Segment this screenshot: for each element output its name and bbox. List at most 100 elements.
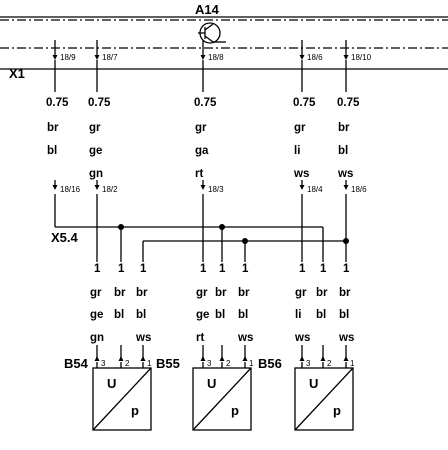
- wire-color-1: br: [338, 122, 350, 134]
- wire-color-3: ws: [338, 332, 354, 344]
- wire-cross-section: 1: [299, 263, 306, 275]
- top-pin-label: 18/7: [102, 53, 118, 62]
- sensor-symbol-p: p: [131, 403, 139, 418]
- wire-color-1: gr: [196, 287, 208, 299]
- wire-color-2: bl: [338, 145, 348, 157]
- junction-lines: [54, 194, 349, 262]
- wire-color-1: br: [316, 287, 328, 299]
- wire-color-3: ws: [135, 332, 151, 344]
- pin-arrow: [343, 55, 349, 60]
- sensor-label: B55: [156, 356, 180, 371]
- lower-wires: 1grgegn31brbl21brblws11grgert31brbl21brb…: [90, 263, 355, 368]
- pin-arrow: [219, 356, 225, 361]
- top-pin-label: 18/6: [307, 53, 323, 62]
- component-title: A14: [195, 2, 220, 17]
- wire-cross-section: 0.75: [337, 97, 360, 109]
- wire-cross-section: 0.75: [194, 97, 217, 109]
- wire-cross-section: 0.75: [46, 97, 69, 109]
- wire-color-2: bl: [339, 309, 349, 321]
- wire-color-3: ws: [237, 332, 253, 344]
- wire-color-2: ge: [89, 145, 102, 157]
- pin-arrow: [242, 356, 248, 361]
- wire-color-1: br: [215, 287, 227, 299]
- sensor-symbol-u: U: [107, 376, 116, 391]
- wire-color-3: gn: [90, 332, 104, 344]
- sensor-symbol-p: p: [231, 403, 239, 418]
- bottom-pin-label: 18/6: [351, 185, 367, 194]
- wire-color-2: bl: [215, 309, 225, 321]
- wire-color-2: bl: [316, 309, 326, 321]
- wire-color-3: ws: [293, 168, 309, 180]
- wire-cross-section: 1: [320, 263, 327, 275]
- wire-color-2: bl: [47, 145, 57, 157]
- wire-color-3: gn: [89, 168, 103, 180]
- wire-cross-section: 0.75: [293, 97, 316, 109]
- wire-color-1: gr: [295, 287, 307, 299]
- wire-color-2: bl: [114, 309, 124, 321]
- pressure-sensor-icon: [294, 367, 354, 431]
- sensor-symbol-u: U: [309, 376, 318, 391]
- pin-arrow: [200, 55, 206, 60]
- sensor-pin-label: 1: [147, 359, 152, 368]
- wire-color-2: bl: [136, 309, 146, 321]
- pin-arrow: [343, 356, 349, 361]
- pin-arrow: [200, 185, 206, 190]
- wire-color-3: ws: [294, 332, 310, 344]
- bottom-pin-label: 18/2: [102, 185, 118, 194]
- sensor-diagonal: [192, 367, 252, 431]
- junction-x54-label: X5.4: [51, 230, 79, 245]
- sensor-pin-label: 2: [327, 359, 332, 368]
- wire-cross-section: 1: [140, 263, 147, 275]
- wire-color-3: rt: [195, 168, 203, 180]
- wire-cross-section: 1: [94, 263, 101, 275]
- pin-arrow: [299, 185, 305, 190]
- transistor-icon: [198, 22, 226, 44]
- junction-dot: [219, 224, 225, 230]
- sensor-pin-label: 2: [226, 359, 231, 368]
- pin-arrow: [52, 55, 58, 60]
- top-pin-label: 18/8: [208, 53, 224, 62]
- junction-dot: [343, 238, 349, 244]
- sensor-pin-label: 1: [350, 359, 355, 368]
- junction-dot: [242, 238, 248, 244]
- pin-arrow: [140, 356, 146, 361]
- wire-color-2: bl: [238, 309, 248, 321]
- pin-arrow: [52, 185, 58, 190]
- wire-color-1: br: [114, 287, 126, 299]
- wire-cross-section: 1: [200, 263, 207, 275]
- sensor-label: B54: [64, 356, 89, 371]
- wire-cross-section: 0.75: [88, 97, 111, 109]
- wire-color-1: gr: [195, 122, 207, 134]
- pin-arrow: [343, 185, 349, 190]
- sensor-pin-label: 3: [101, 359, 106, 368]
- wire-color-3: rt: [196, 332, 204, 344]
- pin-arrow: [94, 185, 100, 190]
- pin-arrow: [118, 356, 124, 361]
- sensor-diagonal: [92, 367, 152, 431]
- wire-cross-section: 1: [242, 263, 249, 275]
- wire-color-1: gr: [294, 122, 306, 134]
- sensor-label: B56: [258, 356, 282, 371]
- sensor-pin-label: 3: [207, 359, 212, 368]
- pin-arrow: [299, 55, 305, 60]
- wire-cross-section: 1: [219, 263, 226, 275]
- sensor-pin-label: 2: [125, 359, 130, 368]
- top-pin-label: 18/10: [351, 53, 372, 62]
- wire-color-1: br: [238, 287, 250, 299]
- connector-x1-label: X1: [9, 66, 25, 81]
- wire-cross-section: 1: [118, 263, 125, 275]
- pin-arrow: [94, 55, 100, 60]
